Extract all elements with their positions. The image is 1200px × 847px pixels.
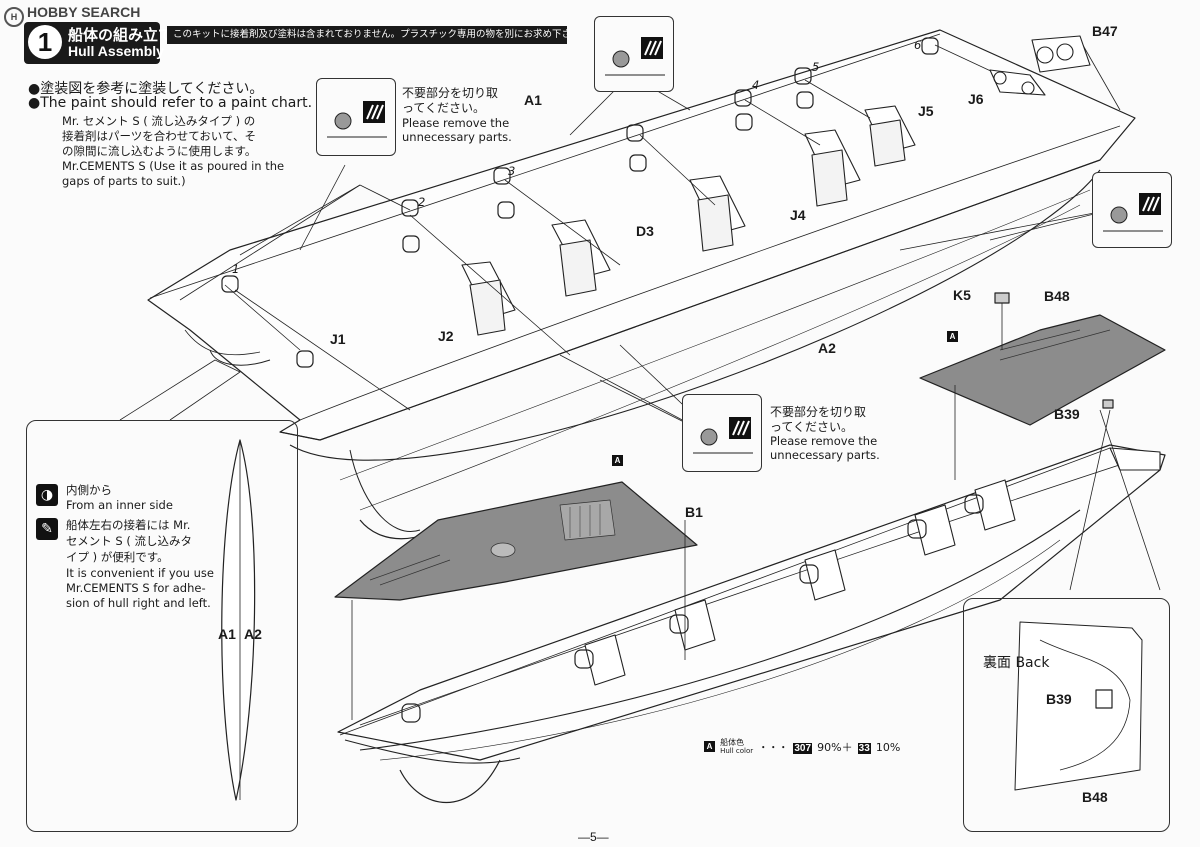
hull-color-pct1: 90%＋ — [817, 741, 853, 754]
hull-color-en: Hull color — [720, 746, 754, 755]
cement-note-line2: 接着剤はパーツを合わせておいて、そ — [62, 129, 257, 143]
label-b39: B39 — [1054, 406, 1080, 422]
hull-number-3: 3 — [508, 164, 516, 178]
cut-note-jp1: 不要部分を切り取 — [402, 86, 499, 100]
inner-side-en: From an inner side — [66, 498, 173, 512]
side-label-a1: A1 — [218, 626, 236, 642]
watermark-text: HOBBY SEARCH — [27, 4, 141, 20]
hull-number-5: 5 — [812, 60, 820, 74]
j6-b47-parts — [989, 35, 1091, 96]
tag-a-deck-b1: A — [612, 455, 623, 466]
tag-a-deck-b48: A — [947, 331, 958, 342]
label-b48: B48 — [1044, 288, 1070, 304]
back-label-b48: B48 — [1082, 789, 1108, 805]
cut-note2-jp2: ってください。 — [770, 420, 854, 434]
cement-note-line4: Mr.CEMENTS S (Use it as poured in the — [62, 159, 285, 173]
paint-note-jp: ●塗装図を参考に塗装してください。 — [28, 81, 264, 97]
label-j6: J6 — [968, 91, 984, 107]
page-number: ―5― — [578, 830, 609, 844]
cutter-icon — [693, 417, 753, 454]
label-b1: B1 — [685, 504, 703, 520]
side-label-a2: A2 — [244, 626, 262, 642]
back-label-b39: B39 — [1046, 691, 1072, 707]
cutter-icon — [605, 37, 665, 76]
cutter-icon — [1103, 193, 1163, 232]
notice-banner: このキットに接着剤及び塗料は含まれておりません。プラスチック専用の物を別にお求め… — [167, 26, 567, 44]
hull-color-dots: ・・・ — [758, 743, 789, 754]
label-j4: J4 — [790, 207, 806, 223]
cement-note-line3: の隙間に流し込むように使用します。 — [62, 144, 257, 158]
cement-note-line1: Mr. セメント S ( 流し込みタイプ ) の — [62, 114, 256, 128]
hull-number-6: 6 — [914, 38, 922, 52]
hull-number-1: 1 — [232, 262, 240, 276]
hull-glue-line6: sion of hull right and left. — [66, 596, 211, 610]
deck-b48 — [919, 292, 1166, 426]
cement-note-line5: gaps of parts to suit.) — [62, 174, 186, 188]
hull-glue-line4: It is convenient if you use — [66, 566, 214, 580]
lower-hull — [337, 444, 1166, 803]
hull-glue-line5: Mr.CEMENTS S for adhe- — [66, 581, 206, 595]
cut-note2-en1: Please remove the — [770, 434, 878, 448]
cut-note-jp2: ってください。 — [402, 101, 486, 115]
hull-color-code2: 33 — [857, 743, 871, 754]
paint-note-en: ●The paint should refer to a paint chart… — [28, 95, 313, 111]
hull-color-code1: 307 — [793, 743, 813, 754]
hull-color-pct2: 10% — [875, 741, 901, 754]
label-a1: A1 — [524, 92, 542, 108]
cut-note-en2: unnecessary parts. — [402, 130, 512, 144]
label-d3: D3 — [636, 223, 654, 239]
hull-color-jp: 船体色 — [720, 737, 745, 747]
step-title-en: Hull Assembly — [68, 43, 164, 59]
label-j1: J1 — [330, 331, 346, 347]
step-number: 1 — [28, 25, 62, 59]
inner-side-icon: ◑ — [36, 484, 58, 506]
hull-color-tag: A — [704, 741, 715, 752]
cutter-diagram-3 — [1092, 172, 1172, 248]
glue-icon: ✎ — [36, 518, 58, 540]
cutter-icon — [327, 101, 387, 138]
label-a2: A2 — [818, 340, 836, 356]
inner-side-jp: 内側から — [66, 483, 112, 497]
deck-b1 — [334, 481, 698, 601]
cutter-diagram-4 — [682, 394, 762, 472]
hull-color-legend: A 船体色 Hull color ・・・ 307 90%＋ 33 10% — [704, 736, 900, 755]
hull-number-2: 2 — [418, 195, 426, 209]
label-b47: B47 — [1092, 23, 1118, 39]
label-j2: J2 — [438, 328, 454, 344]
hull-glue-line3: イプ ) が便利です。 — [66, 550, 169, 564]
side-view-inset — [26, 420, 298, 832]
cutter-diagram-2 — [594, 16, 674, 92]
cut-note2-en2: unnecessary parts. — [770, 448, 880, 462]
label-k5: K5 — [953, 287, 971, 303]
hull-glue-line2: セメント S ( 流し込みタ — [66, 534, 193, 548]
back-view-inset — [963, 598, 1170, 832]
label-j5: J5 — [918, 103, 934, 119]
upper-hull — [147, 29, 1136, 540]
hull-glue-line1: 船体左右の接着には Mr. — [66, 518, 191, 532]
step-title-jp: 船体の組み立て — [68, 26, 174, 44]
hull-number-4: 4 — [752, 78, 760, 92]
cut-note2-jp1: 不要部分を切り取 — [770, 405, 867, 419]
cut-note-en1: Please remove the — [402, 116, 510, 130]
back-title: 裏面 Back — [983, 655, 1050, 671]
cutter-diagram-1 — [316, 78, 396, 156]
